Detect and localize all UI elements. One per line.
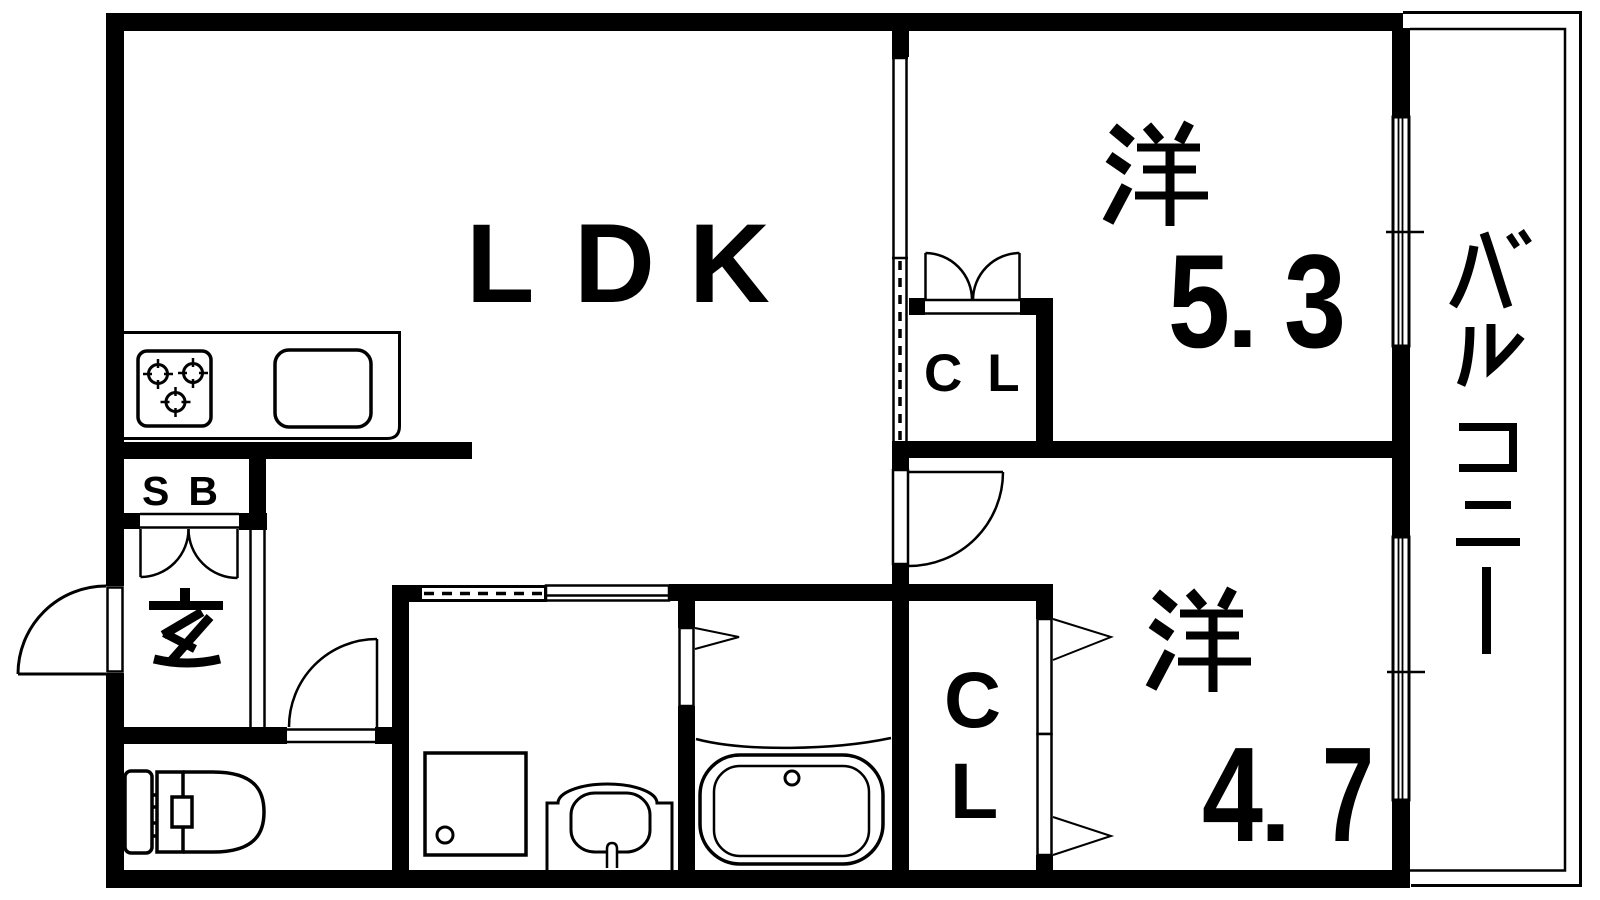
svg-text:L: L (950, 746, 998, 835)
svg-text:C: C (944, 655, 1001, 744)
svg-text:CL: CL (924, 344, 1045, 403)
svg-text:LDK: LDK (466, 201, 770, 326)
svg-text:4.7: 4.7 (1202, 719, 1374, 870)
svg-text:SB: SB (142, 468, 237, 514)
svg-text:5.3: 5.3 (1168, 228, 1346, 376)
